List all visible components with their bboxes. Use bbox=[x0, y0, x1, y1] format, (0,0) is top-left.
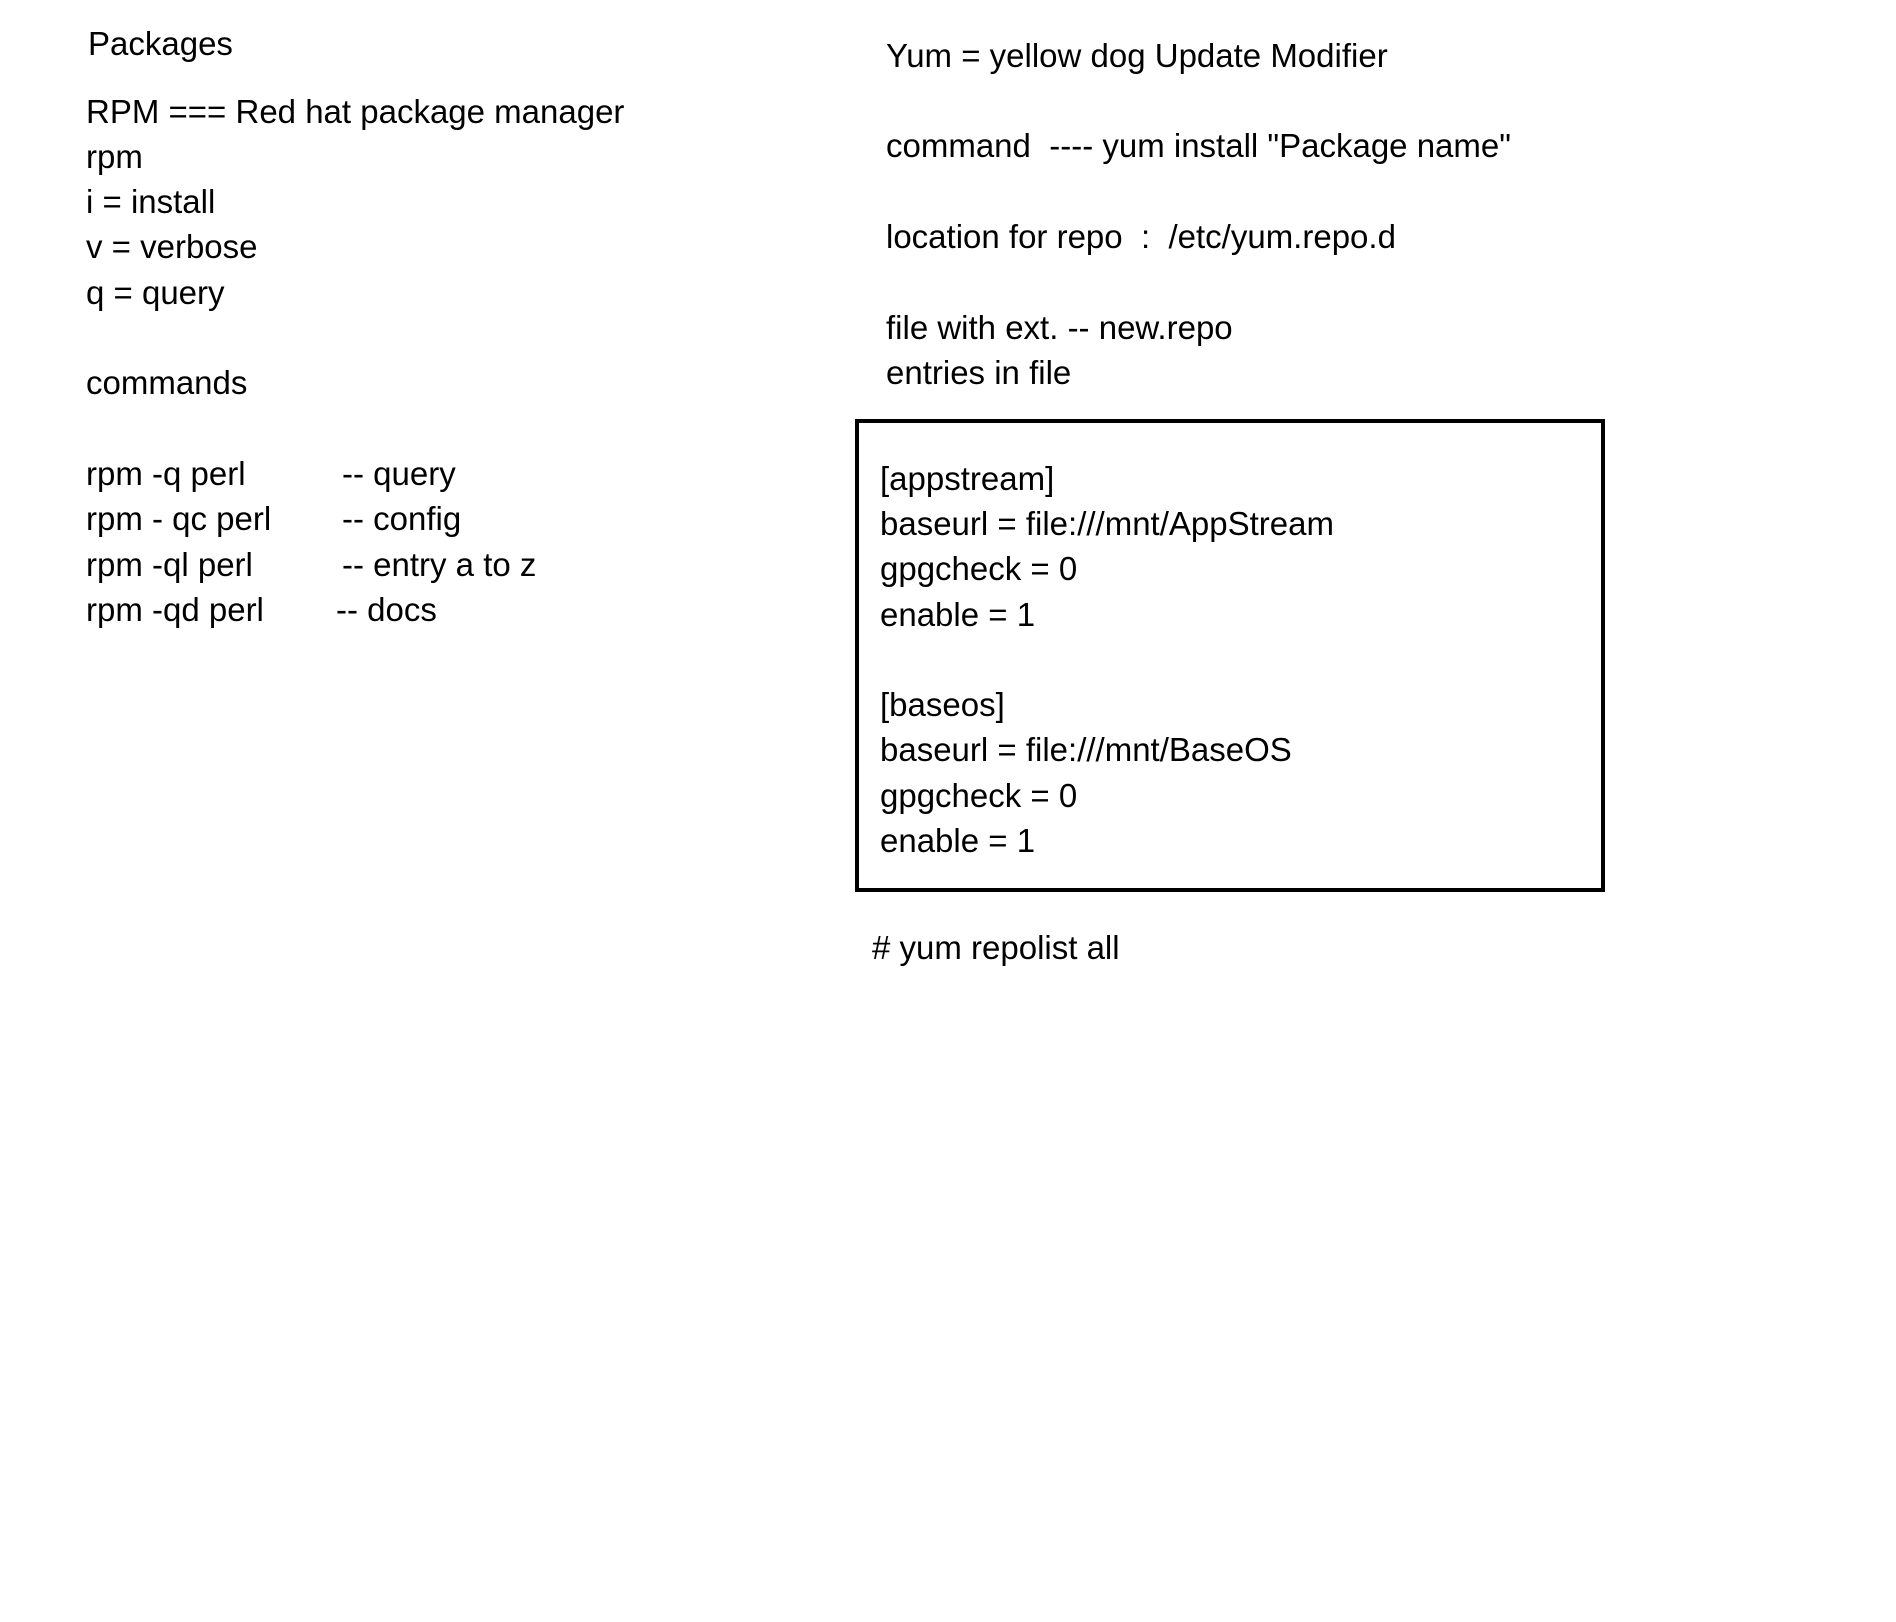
flag-install: i = install bbox=[86, 183, 216, 220]
yum-repolist-command: # yum repolist all bbox=[872, 929, 1120, 966]
repo-gpgcheck-baseos: gpgcheck = 0 bbox=[880, 777, 1078, 814]
repo-enable-appstream: enable = 1 bbox=[880, 596, 1036, 633]
repo-section-appstream: [appstream] bbox=[880, 460, 1055, 497]
flag-verbose: v = verbose bbox=[86, 228, 258, 265]
repo-section-baseos: [baseos] bbox=[880, 686, 1005, 723]
command-rpm-ql: rpm -ql perl bbox=[86, 546, 253, 583]
flag-query: q = query bbox=[86, 274, 225, 311]
command-rpm-ql-desc: -- entry a to z bbox=[342, 546, 537, 583]
repo-enable-baseos: enable = 1 bbox=[880, 822, 1036, 859]
command-rpm-qd-desc: -- docs bbox=[336, 591, 437, 628]
command-rpm-q-desc: -- query bbox=[342, 455, 456, 492]
repo-location: location for repo : /etc/yum.repo.d bbox=[886, 218, 1396, 255]
repo-entries-label: entries in file bbox=[886, 354, 1072, 391]
command-rpm-qc: rpm - qc perl bbox=[86, 500, 272, 537]
repo-baseurl-appstream: baseurl = file:///mnt/AppStream bbox=[880, 505, 1334, 542]
rpm-title: RPM === Red hat package manager bbox=[86, 93, 625, 130]
yum-install-command: command ---- yum install "Package name" bbox=[886, 127, 1511, 164]
repo-gpgcheck-appstream: gpgcheck = 0 bbox=[880, 550, 1078, 587]
command-rpm-qc-desc: -- config bbox=[342, 500, 462, 537]
command-rpm-qd: rpm -qd perl bbox=[86, 591, 264, 628]
repo-config-box: [appstream] baseurl = file:///mnt/AppStr… bbox=[855, 419, 1605, 892]
repo-file-ext: file with ext. -- new.repo bbox=[886, 309, 1233, 346]
repo-baseurl-baseos: baseurl = file:///mnt/BaseOS bbox=[880, 731, 1292, 768]
packages-heading: Packages bbox=[88, 25, 233, 62]
yum-title: Yum = yellow dog Update Modifier bbox=[886, 37, 1388, 74]
command-rpm-q: rpm -q perl bbox=[86, 455, 246, 492]
commands-heading: commands bbox=[86, 364, 248, 401]
rpm-label: rpm bbox=[86, 138, 143, 175]
